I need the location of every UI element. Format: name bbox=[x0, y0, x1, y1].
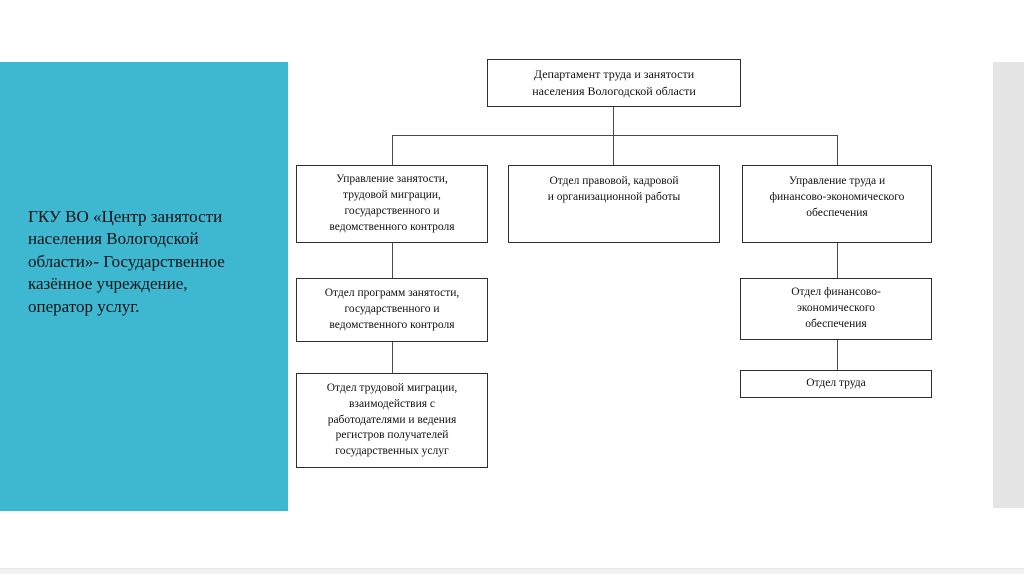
connector-right-level3 bbox=[837, 339, 838, 370]
org-node-department: Департамент труда и занятости населения … bbox=[487, 59, 741, 107]
org-node-employment-management: Управление занятости, трудовой миграции,… bbox=[296, 165, 488, 243]
connector-left-level3 bbox=[392, 341, 393, 373]
org-node-labor-management: Управление труда и финансово-экономическ… bbox=[742, 165, 932, 243]
org-node-programs-department: Отдел программ занятости, государственно… bbox=[296, 278, 488, 342]
right-edge-strip bbox=[993, 62, 1024, 508]
org-caption: ГКУ ВО «Центр занятости населения Волого… bbox=[28, 207, 225, 316]
accent-panel bbox=[0, 62, 288, 511]
org-node-labor-department: Отдел труда bbox=[740, 370, 932, 398]
bottom-edge-strip bbox=[0, 568, 1024, 574]
org-node-legal-department: Отдел правовой, кадровой и организационн… bbox=[508, 165, 720, 243]
connector-horizontal bbox=[392, 135, 838, 136]
connector-root-vertical bbox=[613, 106, 614, 166]
org-node-finance-department: Отдел финансово- экономического обеспече… bbox=[740, 278, 932, 340]
connector-right-level2 bbox=[837, 242, 838, 278]
connector-left-level2 bbox=[392, 242, 393, 278]
connector-left-drop bbox=[392, 135, 393, 166]
org-node-migration-department: Отдел трудовой миграции, взаимодействия … bbox=[296, 373, 488, 468]
connector-right-drop bbox=[837, 135, 838, 166]
